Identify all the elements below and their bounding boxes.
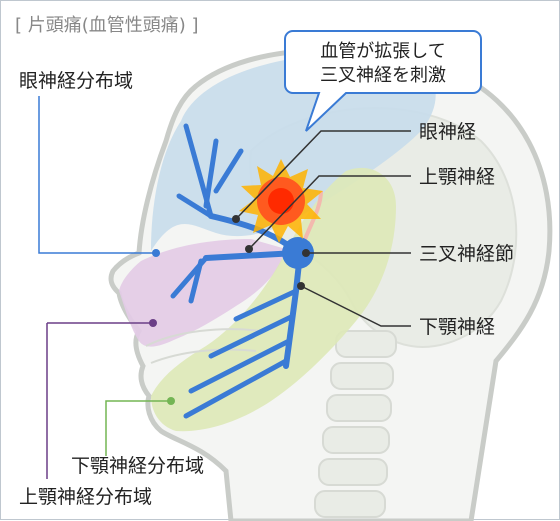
leader-lines xyxy=(235,130,411,327)
callout-box: 血管が拡張して 三叉神経を刺激 xyxy=(284,30,482,132)
region-leaders xyxy=(38,96,169,479)
label-trigeminal-ganglion: 三叉神経節 xyxy=(419,243,514,265)
label-ophthalmic-region: 眼神経分布域 xyxy=(19,70,133,92)
mandibular-region-dot xyxy=(167,397,175,405)
starburst-icon xyxy=(239,159,323,243)
cervical-spine xyxy=(314,330,397,518)
teeth xyxy=(145,328,262,364)
maxillary-region-dot xyxy=(149,319,157,327)
callout-line-2: 三叉神経を刺激 xyxy=(320,65,446,86)
label-maxillary-region: 上顎神経分布域 xyxy=(19,486,152,508)
trigeminal-ganglion xyxy=(282,237,314,269)
leader-dots xyxy=(232,215,310,290)
label-mandibular-nerve: 下顎神経 xyxy=(419,316,495,338)
maxillary-region xyxy=(119,239,286,347)
label-ophthalmic-nerve: 眼神経 xyxy=(419,121,476,143)
diagram-title: [ 片頭痛(血管性頭痛) ] xyxy=(15,15,199,36)
ophthalmic-region-dot xyxy=(152,249,160,257)
label-mandibular-region: 下顎神経分布域 xyxy=(71,455,204,477)
ophthalmic-region xyxy=(151,53,436,251)
label-maxillary-nerve: 上顎神経 xyxy=(419,166,495,188)
callout-line-1: 血管が拡張して xyxy=(320,41,445,62)
